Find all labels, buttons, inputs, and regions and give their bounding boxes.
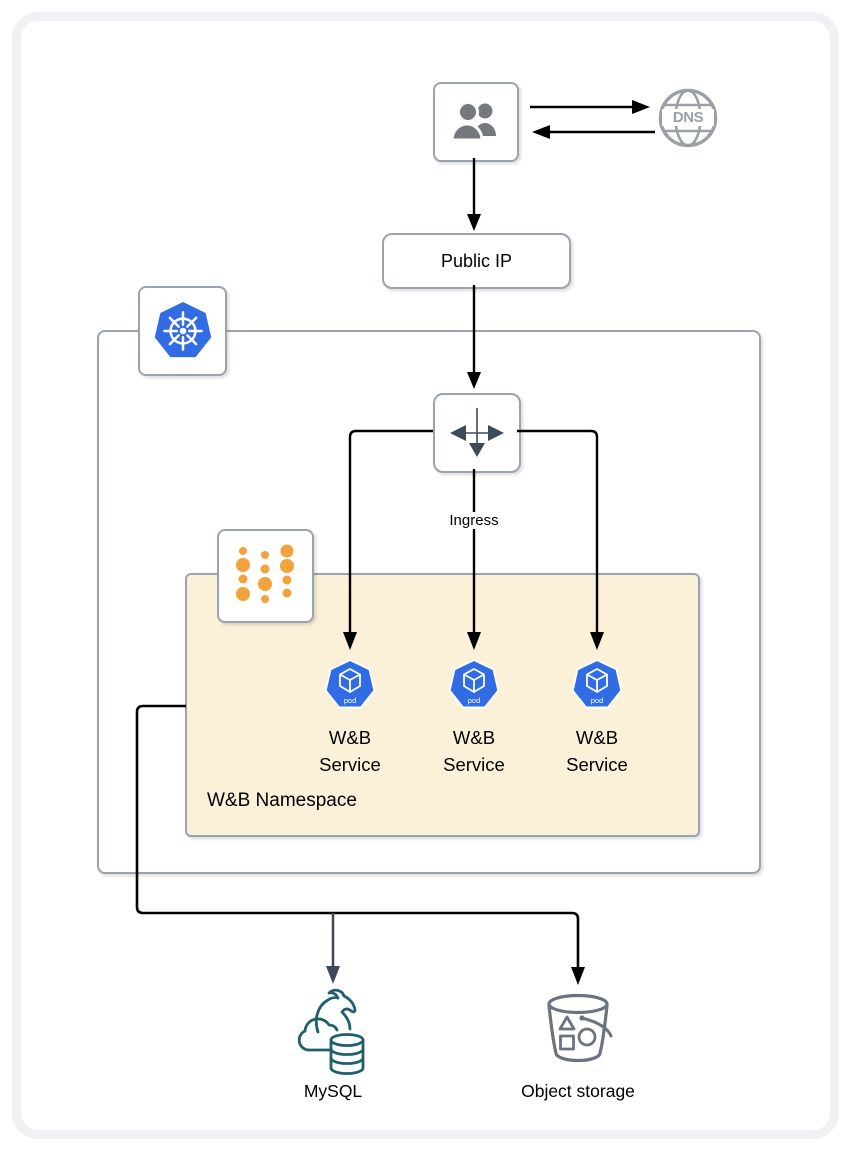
public-ip-node: Public IP: [382, 233, 571, 289]
users-node: [433, 82, 519, 162]
object-storage-label: Object storage: [521, 1081, 635, 1101]
pod-label-line1: W&B: [328, 727, 372, 748]
pod-icon: pod: [448, 658, 500, 709]
kubernetes-icon: [154, 302, 211, 358]
kubernetes-node: [138, 286, 227, 376]
ingress-label: Ingress: [424, 512, 524, 529]
namespace-label: W&B Namespace: [207, 790, 357, 811]
mysql-dolphin-icon: [297, 988, 365, 1075]
namespace-node: [217, 529, 314, 623]
users-icon: [450, 101, 496, 142]
pod-label-line2: Service: [319, 754, 381, 775]
pod-icon: pod: [324, 658, 376, 709]
pod-label-line1: W&B: [452, 727, 496, 748]
pod-badge: pod: [468, 696, 481, 705]
pod-node-2: pod W&B Service: [414, 658, 534, 778]
ingress-arrows-icon: [450, 408, 504, 457]
pod-node-1: pod W&B Service: [290, 658, 410, 778]
namespace-dots-icon: [236, 544, 294, 603]
pod-label-line1: W&B: [575, 727, 619, 748]
bucket-icon: [547, 993, 613, 1063]
dns-label: DNS: [662, 109, 714, 126]
public-ip-label: Public IP: [440, 250, 513, 271]
pod-node-3: pod W&B Service: [537, 658, 657, 778]
ingress-node: [433, 393, 521, 473]
pod-label-line2: Service: [566, 754, 628, 775]
pod-label-line2: Service: [443, 754, 505, 775]
pod-badge: pod: [344, 696, 357, 705]
pod-badge: pod: [591, 696, 604, 705]
page-frame: [12, 12, 839, 1139]
mysql-label: MySQL: [303, 1081, 363, 1101]
pod-icon: pod: [571, 658, 623, 709]
